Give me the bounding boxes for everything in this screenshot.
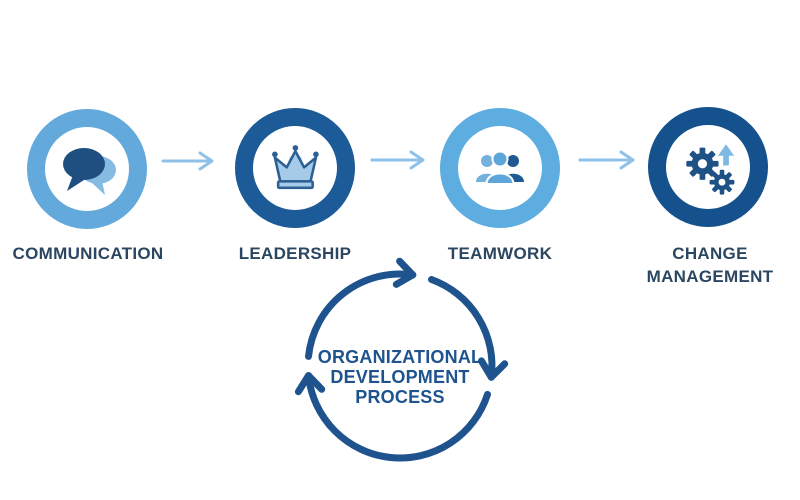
arrow-right-icon	[370, 150, 425, 170]
cycle-arrowhead-top	[392, 257, 417, 288]
cycle-arc-bottom	[305, 372, 491, 462]
node-ring	[440, 108, 560, 228]
cycle-arrows	[294, 257, 509, 462]
cycle-arc-top-to-right	[428, 276, 496, 381]
cycle-title-line-3: PROCESS	[355, 387, 445, 407]
cycle-title: ORGANIZATIONAL DEVELOPMENT PROCESS	[300, 347, 500, 407]
node-communication	[27, 109, 147, 229]
arrow-right-icon	[578, 150, 635, 170]
large-gear-icon	[686, 147, 719, 180]
node-label-teamwork: TEAMWORK	[447, 244, 553, 263]
crown-icon	[272, 145, 319, 190]
small-gear-icon	[709, 169, 735, 195]
cycle-arrowhead-left	[294, 372, 326, 396]
cycle-title-line-2: DEVELOPMENT	[330, 367, 470, 387]
node-label-leadership: LEADERSHIP	[238, 244, 352, 263]
node-teamwork	[440, 108, 560, 228]
cycle-arrowhead-right	[478, 357, 509, 381]
node-label-communication: COMMUNICATION	[12, 244, 164, 263]
people-group-icon	[476, 150, 524, 185]
node-leadership	[235, 108, 355, 228]
cycle-title-line-1: ORGANIZATIONAL	[317, 347, 483, 367]
node-label-change-management: CHANGE MANAGEMENT	[646, 244, 774, 286]
speech-bubbles-icon	[63, 148, 116, 195]
gears-up-arrow-icon	[686, 144, 735, 195]
node-change-management	[648, 107, 768, 227]
arrow-right-icon	[161, 151, 214, 171]
cycle-arc-left-to-top	[305, 270, 417, 360]
up-arrow-icon	[717, 144, 735, 166]
